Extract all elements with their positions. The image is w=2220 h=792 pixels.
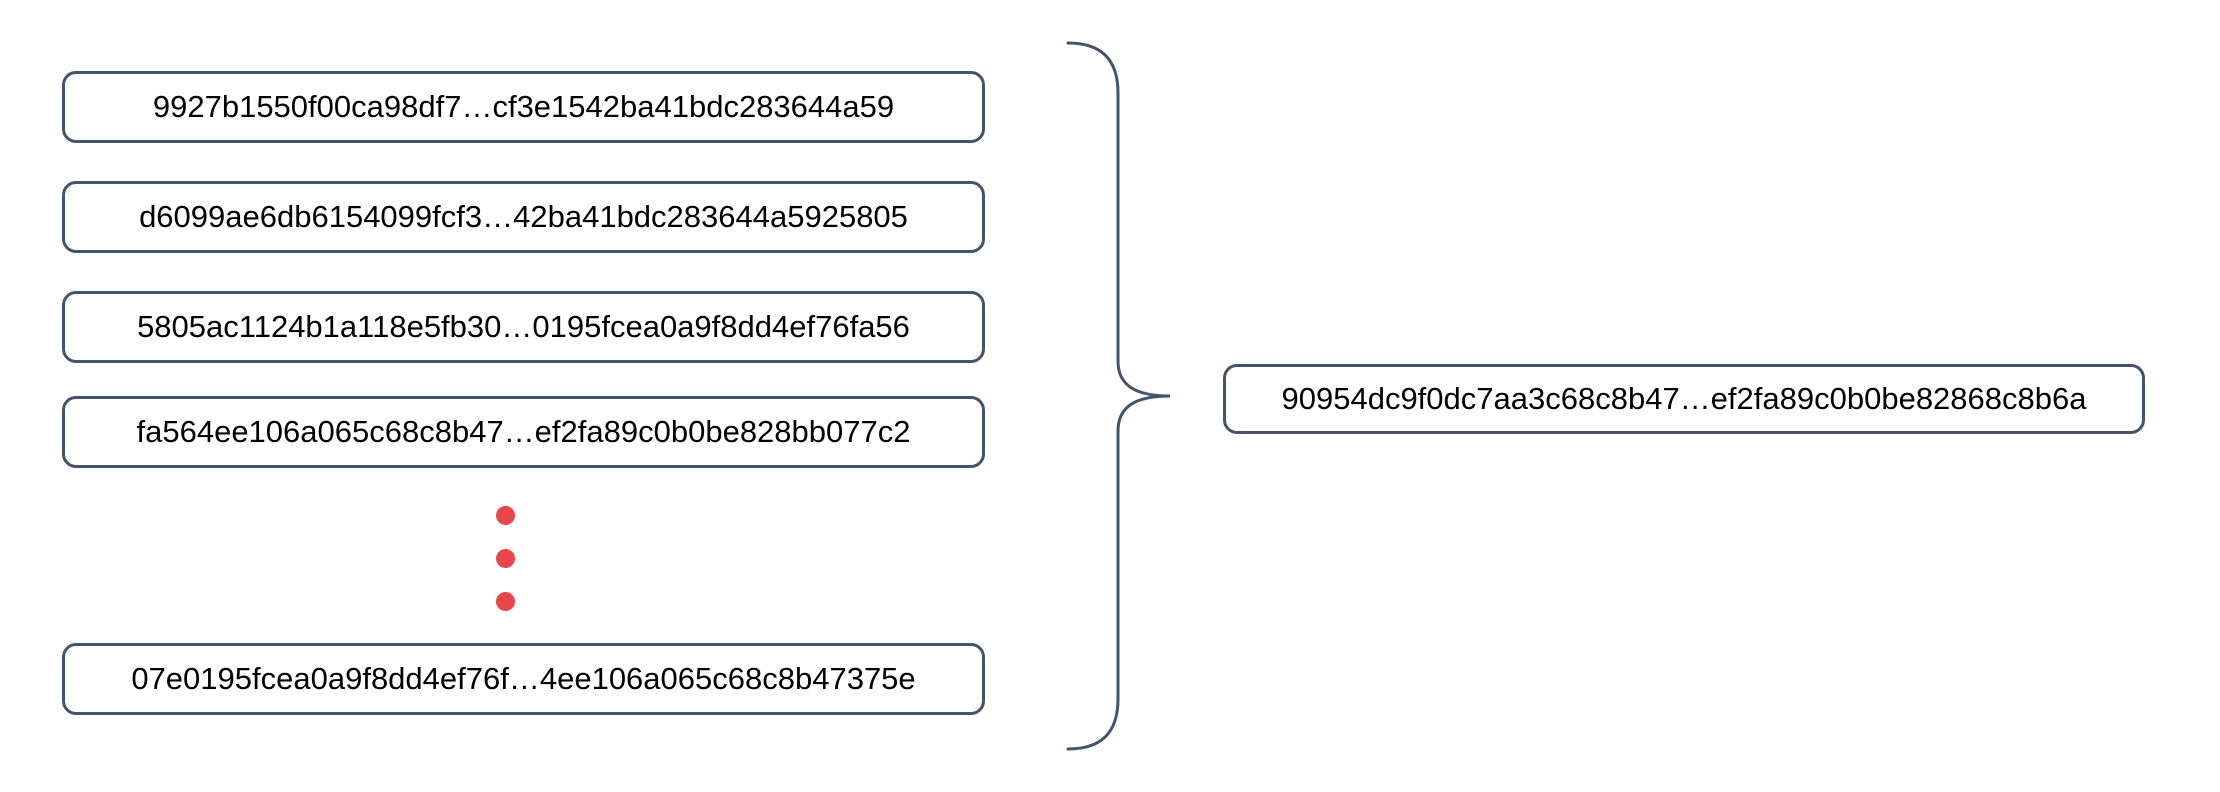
input-hash-label-1: 9927b1550f00ca98df7…cf3e1542ba41bdc28364… bbox=[152, 89, 895, 124]
ellipsis-dot-3 bbox=[496, 592, 515, 611]
ellipsis-dot-1 bbox=[496, 506, 515, 525]
input-hash-box-4: fa564ee106a065c68c8b47…ef2fa89c0b0be828b… bbox=[62, 396, 985, 468]
input-hash-box-1: 9927b1550f00ca98df7…cf3e1542ba41bdc28364… bbox=[62, 71, 985, 143]
input-hash-label-5: 07e0195fcea0a9f8dd4ef76f…4ee106a065c68c8… bbox=[131, 661, 916, 696]
input-hash-label-4: fa564ee106a065c68c8b47…ef2fa89c0b0be828b… bbox=[136, 414, 911, 449]
input-hash-label-3: 5805ac1124b1a118e5fb30…0195fcea0a9f8dd4e… bbox=[137, 309, 910, 344]
curly-brace-icon bbox=[1066, 41, 1171, 751]
input-hash-box-3: 5805ac1124b1a118e5fb30…0195fcea0a9f8dd4e… bbox=[62, 291, 985, 363]
input-hash-box-2: d6099ae6db6154099fcf3…42ba41bdc283644a59… bbox=[62, 181, 985, 253]
ellipsis-dot-2 bbox=[496, 549, 515, 568]
input-hash-label-2: d6099ae6db6154099fcf3…42ba41bdc283644a59… bbox=[139, 199, 908, 234]
output-hash-box: 90954dc9f0dc7aa3c68c8b47…ef2fa89c0b0be82… bbox=[1223, 364, 2145, 434]
output-hash-label: 90954dc9f0dc7aa3c68c8b47…ef2fa89c0b0be82… bbox=[1281, 381, 2087, 416]
input-hash-box-5: 07e0195fcea0a9f8dd4ef76f…4ee106a065c68c8… bbox=[62, 643, 985, 715]
